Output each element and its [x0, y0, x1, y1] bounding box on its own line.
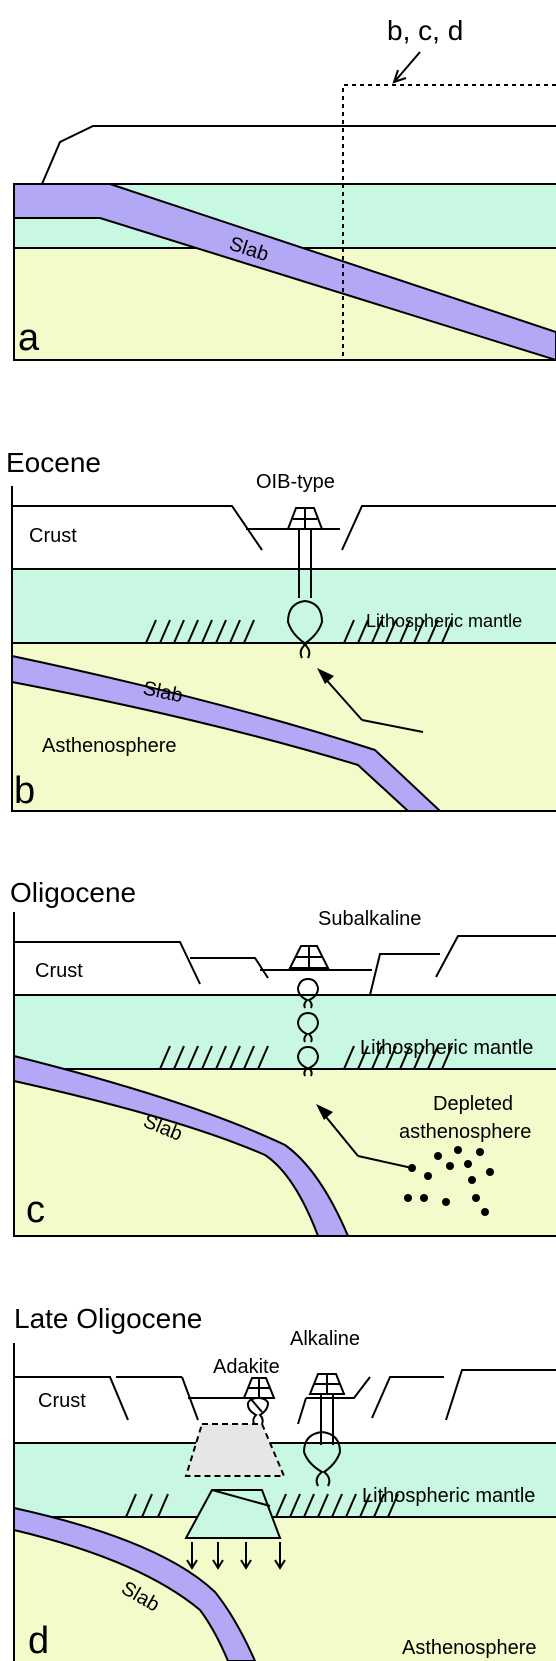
panel-d-alkaline-label: Alkaline — [290, 1328, 360, 1350]
panel-d-alkaline-conduit — [321, 1394, 333, 1445]
callout-arrow — [394, 52, 420, 82]
panel-b-title: Eocene — [6, 447, 101, 478]
panel-d-letter: d — [28, 1620, 49, 1661]
panel-b-volcano-icon — [288, 508, 322, 529]
panel-c: Slab Oligocene Subalkaline Crust Lithosp… — [10, 877, 556, 1236]
panel-a-crust-outline — [42, 126, 556, 184]
panel-b-crust-label: Crust — [29, 525, 77, 547]
panel-d-mantle-label: Lithospheric mantle — [362, 1485, 535, 1507]
panel-d-alkaline-volcano-icon — [310, 1374, 344, 1394]
panel-b-letter: b — [14, 770, 35, 812]
panel-b-lithospheric-mantle — [12, 569, 556, 643]
panel-c-depleted-label-line2: asthenosphere — [399, 1121, 531, 1143]
panel-c-depleted-label-line1: Depleted — [433, 1093, 513, 1115]
panel-d-asthenosphere-label: Asthenosphere — [402, 1637, 537, 1659]
panel-b-magma-label: OIB-type — [256, 471, 335, 493]
panel-b-surface — [12, 506, 556, 550]
panel-c-title: Oligocene — [10, 877, 136, 908]
panel-a-callout: b, c, d — [387, 15, 463, 46]
panel-b: Slab Eocene OIB-type Crust Lithospheric … — [6, 447, 556, 812]
panel-d-adakite-diapir-icon — [248, 1398, 268, 1424]
panel-d-surface — [14, 1370, 556, 1424]
panel-d: Slab Late Oligocene Alkaline — [14, 1303, 556, 1661]
panel-c-magma-label: Subalkaline — [318, 908, 421, 930]
panel-b-mantle-label: Lithospheric mantle — [366, 611, 522, 631]
panel-a-letter: a — [18, 317, 40, 359]
panel-c-letter: c — [26, 1189, 45, 1231]
panel-c-volcano-icon — [290, 946, 328, 968]
panel-d-adakite-label: Adakite — [213, 1356, 280, 1378]
panel-d-adakite-volcano-icon — [244, 1378, 274, 1398]
panel-c-crust-label: Crust — [35, 960, 83, 982]
panel-a: Slab a b, c, d — [14, 15, 556, 360]
panel-c-surface — [14, 936, 556, 995]
panel-d-title: Late Oligocene — [14, 1303, 202, 1334]
panel-b-asthenosphere-label: Asthenosphere — [42, 735, 177, 757]
panel-d-crust-label: Crust — [38, 1390, 86, 1412]
panel-d-delaminated-block-ghost — [186, 1424, 284, 1476]
panel-c-mantle-label: Lithospheric mantle — [360, 1037, 533, 1059]
